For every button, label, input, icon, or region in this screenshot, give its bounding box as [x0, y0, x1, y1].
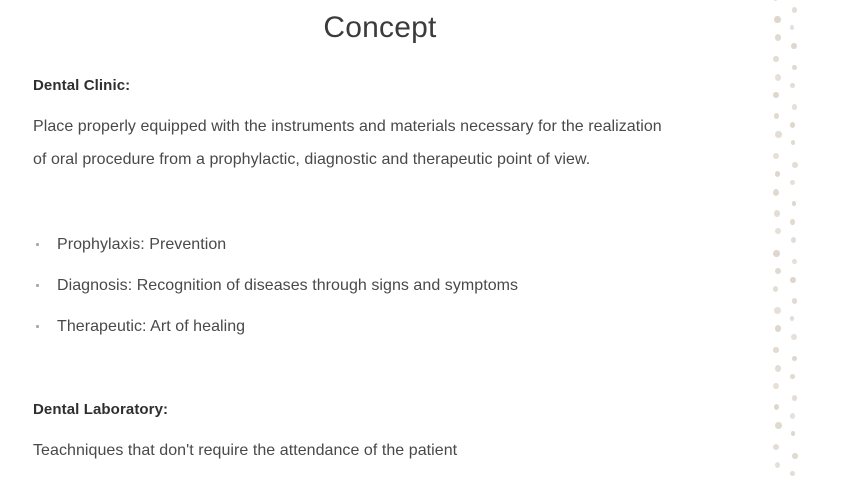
- bullet-list: Prophylaxis: Prevention Diagnosis: Recog…: [33, 224, 748, 347]
- decoration-dot: [791, 395, 798, 402]
- list-item-label: Prophylaxis: Prevention: [57, 236, 227, 253]
- decoration-dot: [774, 307, 781, 315]
- list-item-label: Diagnosis: Recognition of diseases throu…: [57, 277, 519, 294]
- decoration-dot: [775, 325, 782, 332]
- decoration-dot: [790, 179, 796, 186]
- decoration-dot: [791, 201, 796, 207]
- decoration-dot: [792, 258, 797, 264]
- list-item: Prophylaxis: Prevention: [33, 224, 748, 265]
- decoration-dot: [773, 443, 780, 451]
- paragraph-clinic-line-1: Place properly equipped with the instrum…: [33, 118, 662, 135]
- decoration-dot: [773, 55, 779, 62]
- decoration-dot: [792, 64, 798, 71]
- spacer-before-laboratory: [33, 347, 748, 399]
- decoration-dot: [774, 267, 781, 275]
- bullet-dot-icon: [36, 243, 39, 246]
- decoration-dot: [791, 104, 798, 111]
- decoration-dot: [792, 452, 798, 459]
- decoration-dot: [789, 413, 795, 419]
- decoration-dot: [774, 210, 780, 217]
- paragraph-clinic-line-2: of oral procedure from a prophylactic, d…: [33, 151, 591, 168]
- decoration-dot: [792, 355, 798, 362]
- decoration-dot: [791, 43, 797, 50]
- decoration-dot: [773, 249, 780, 257]
- decoration-dot: [774, 404, 780, 411]
- decoration-dot: [773, 346, 779, 353]
- dotted-decoration-pattern: [760, 0, 848, 477]
- decoration-dot: [775, 422, 782, 430]
- decoration-dot: [791, 140, 796, 146]
- decoration-dot: [789, 122, 795, 128]
- decoration-dot: [774, 113, 780, 120]
- decoration-dot: [790, 373, 795, 379]
- bullet-dot-icon: [36, 325, 39, 328]
- decoration-dot: [775, 228, 781, 235]
- decoration-dot: [790, 276, 796, 283]
- decoration-dot: [791, 7, 797, 13]
- decoration-dot: [775, 131, 782, 139]
- decoration-dot: [790, 82, 795, 88]
- decoration-dot: [772, 0, 779, 1]
- decoration-dot: [774, 364, 782, 372]
- bullet-dot-icon: [36, 284, 39, 287]
- decoration-dot: [791, 237, 796, 243]
- page-title: Concept: [323, 11, 437, 44]
- spacer-before-bullets: [33, 176, 748, 224]
- decoration-dot: [791, 334, 797, 341]
- list-item: Diagnosis: Recognition of diseases throu…: [33, 265, 748, 306]
- slide-body: Dental Clinic: Place properly equipped w…: [33, 75, 748, 467]
- decoration-dot: [789, 25, 795, 31]
- decoration-dot: [774, 170, 780, 177]
- decoration-dot: [789, 219, 796, 226]
- decoration-dot: [791, 431, 796, 437]
- list-item: Therapeutic: Art of healing: [33, 306, 748, 347]
- decoration-dot: [792, 161, 798, 168]
- decoration-dot: [791, 298, 797, 304]
- decoration-dot: [772, 382, 779, 390]
- decoration-dot: [774, 16, 781, 24]
- decoration-dot: [774, 73, 782, 81]
- decoration-dot: [790, 470, 796, 477]
- section-heading-dental-laboratory: Dental Laboratory:: [33, 401, 169, 418]
- decoration-dot: [772, 188, 780, 196]
- decoration-dot: [789, 316, 795, 322]
- decoration-dot: [775, 34, 782, 41]
- list-item-label: Therapeutic: Art of healing: [57, 318, 246, 335]
- decoration-dot: [772, 91, 779, 99]
- paragraph-laboratory-line-1: Teachniques that don't require the atten…: [33, 442, 458, 459]
- decoration-dot: [774, 461, 780, 468]
- section-heading-dental-clinic: Dental Clinic:: [33, 77, 131, 94]
- decoration-dot: [772, 285, 779, 292]
- decoration-dot: [773, 152, 780, 160]
